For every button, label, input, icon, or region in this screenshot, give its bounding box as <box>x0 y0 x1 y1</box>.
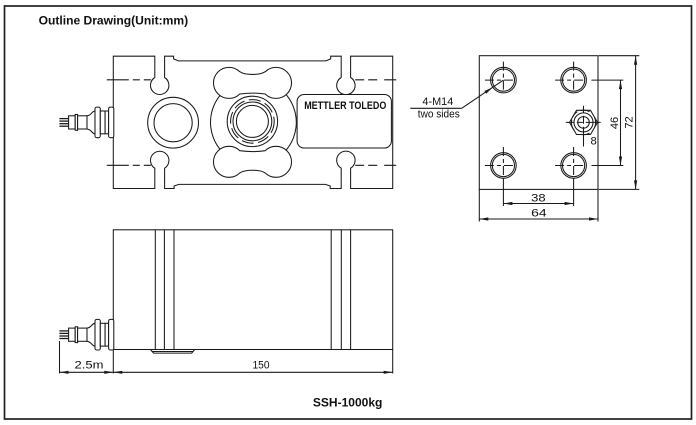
svg-text:Outline Drawing(Unit:mm): Outline Drawing(Unit:mm) <box>39 14 189 28</box>
svg-text:4-M14: 4-M14 <box>422 96 453 108</box>
svg-text:METTLER TOLEDO: METTLER TOLEDO <box>304 100 386 112</box>
svg-text:46: 46 <box>609 117 621 129</box>
svg-text:72: 72 <box>623 116 635 128</box>
svg-text:two sides: two sides <box>418 108 460 120</box>
svg-text:150: 150 <box>253 360 270 372</box>
svg-text:64: 64 <box>531 208 547 220</box>
svg-text:2.5m: 2.5m <box>75 360 104 372</box>
svg-text:SSH-1000kg: SSH-1000kg <box>313 396 383 410</box>
svg-text:8: 8 <box>591 136 597 148</box>
svg-text:38: 38 <box>531 193 546 205</box>
